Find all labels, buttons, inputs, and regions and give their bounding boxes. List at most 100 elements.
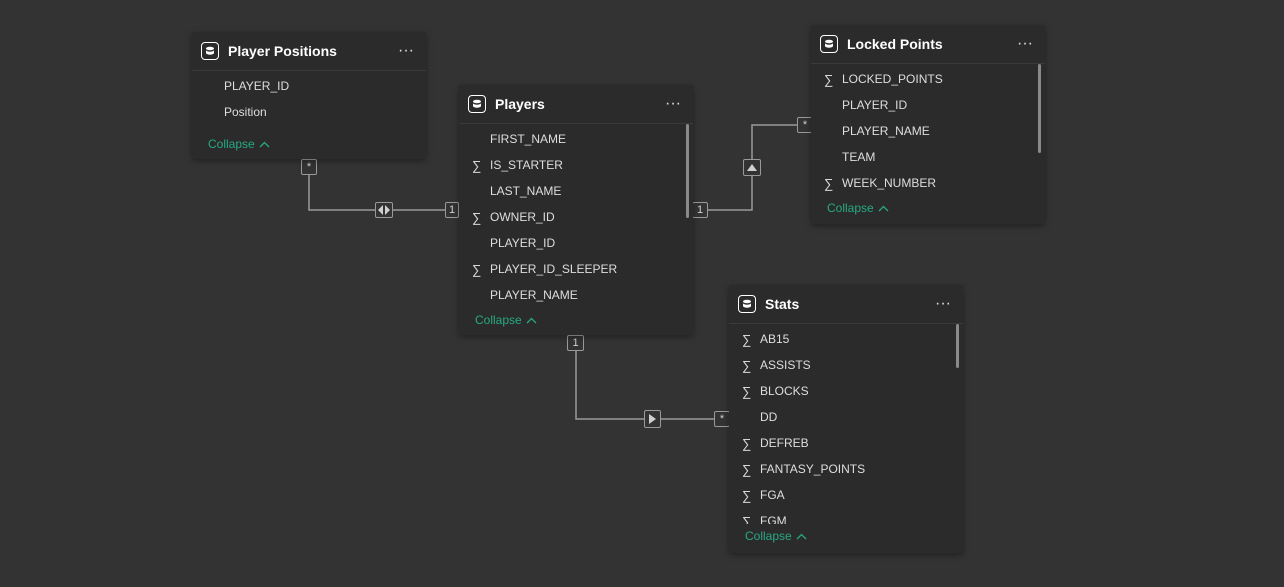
many-glyph: * — [306, 161, 312, 173]
table-title: Locked Points — [847, 36, 943, 52]
table-icon — [468, 95, 486, 113]
field-label: LAST_NAME — [490, 184, 562, 198]
one-glyph: 1 — [572, 337, 579, 349]
filter-direction-up-icon — [743, 159, 761, 176]
field-item[interactable]: ∑ FGA — [729, 482, 963, 508]
field-item[interactable]: ∑ FANTASY_POINTS — [729, 456, 963, 482]
field-label: WEEK_NUMBER — [842, 176, 937, 190]
table-card-player-positions[interactable]: Player Positions ··· PLAYER_ID Position … — [192, 32, 426, 159]
table-card-locked-points[interactable]: Locked Points ··· ∑LOCKED_POINTS PLAYER_… — [811, 25, 1045, 224]
field-item[interactable]: PLAYER_NAME — [811, 118, 1045, 144]
field-label: PLAYER_ID — [842, 98, 908, 112]
collapse-label: Collapse — [475, 313, 522, 327]
field-item[interactable]: PLAYER_NAME — [459, 282, 693, 308]
field-label: ASSISTS — [760, 358, 811, 372]
more-options-icon[interactable]: ··· — [398, 42, 414, 59]
field-label: FGM — [760, 514, 787, 524]
field-item[interactable]: DD — [729, 404, 963, 430]
table-icon — [738, 295, 756, 313]
field-label: PLAYER_NAME — [490, 288, 578, 302]
more-options-icon[interactable]: ··· — [935, 295, 951, 312]
collapse-label: Collapse — [745, 529, 792, 543]
many-glyph: * — [802, 119, 808, 131]
sigma-icon: ∑ — [472, 261, 482, 277]
collapse-button[interactable]: Collapse — [811, 195, 1045, 221]
field-label: IS_STARTER — [490, 158, 563, 172]
field-item[interactable]: PLAYER_ID — [459, 230, 693, 256]
chevron-up-icon — [526, 313, 537, 327]
field-list: ∑LOCKED_POINTS PLAYER_ID PLAYER_NAME TEA… — [811, 64, 1045, 196]
field-item[interactable]: PLAYER_ID — [811, 92, 1045, 118]
chevron-up-icon — [796, 529, 807, 543]
field-label: FANTASY_POINTS — [760, 462, 866, 476]
sigma-icon: ∑ — [742, 331, 752, 347]
sigma-icon: ∑ — [742, 487, 752, 503]
cardinality-one-marker: 1 — [567, 335, 584, 351]
field-item[interactable]: ∑ OWNER_ID — [459, 204, 693, 230]
field-label: PLAYER_NAME — [842, 124, 930, 138]
field-item[interactable]: LAST_NAME — [459, 178, 693, 204]
field-label: Position — [224, 105, 267, 119]
field-label: PLAYER_ID — [224, 79, 290, 93]
sigma-icon: ∑ — [742, 357, 752, 373]
table-card-players[interactable]: Players ··· FIRST_NAME ∑IS_STARTER LAST_… — [459, 85, 693, 335]
field-item[interactable]: PLAYER_ID — [192, 73, 426, 99]
field-item[interactable]: ∑IS_STARTER — [459, 152, 693, 178]
filter-direction-right-icon — [644, 410, 661, 428]
table-title: Players — [495, 96, 545, 112]
table-header[interactable]: Locked Points ··· — [811, 25, 1045, 64]
field-item[interactable]: ∑LOCKED_POINTS — [811, 66, 1045, 92]
field-list: PLAYER_ID Position — [192, 71, 426, 125]
field-label: TEAM — [842, 150, 876, 164]
more-options-icon[interactable]: ··· — [1017, 35, 1033, 52]
collapse-button[interactable]: Collapse — [729, 523, 963, 549]
field-label: DEFREB — [760, 436, 809, 450]
more-options-icon[interactable]: ··· — [665, 95, 681, 112]
table-title: Stats — [765, 296, 800, 312]
bidirectional-filter-icon — [375, 202, 393, 218]
sigma-icon: ∑ — [742, 435, 752, 451]
field-item[interactable]: ∑ BLOCKS — [729, 378, 963, 404]
scrollbar[interactable] — [1038, 64, 1041, 153]
field-item[interactable]: ∑ PLAYER_ID_SLEEPER — [459, 256, 693, 282]
table-card-stats[interactable]: Stats ··· ∑ AB15 ∑ ASSISTS ∑ BLOCKS DD ∑ DEF… — [729, 285, 963, 553]
field-label: OWNER_ID — [490, 210, 555, 224]
field-label: FGA — [760, 488, 785, 502]
table-icon — [201, 42, 219, 60]
cardinality-many-marker: * — [301, 159, 317, 175]
field-label: BLOCKS — [760, 384, 809, 398]
field-label: PLAYER_ID — [490, 236, 556, 250]
sigma-icon: ∑ — [472, 209, 482, 225]
sigma-icon: ∑ — [742, 383, 752, 399]
field-item[interactable]: ∑ DEFREB — [729, 430, 963, 456]
chevron-up-icon — [878, 201, 889, 215]
field-item[interactable]: FIRST_NAME — [459, 126, 693, 152]
field-item[interactable]: ∑ FGM — [729, 508, 963, 525]
relationship-line-players-stats — [575, 350, 722, 420]
cardinality-one-marker: 1 — [445, 202, 459, 218]
field-label: LOCKED_POINTS — [842, 72, 943, 86]
field-item[interactable]: Position — [192, 99, 426, 125]
field-label: PLAYER_ID_SLEEPER — [490, 262, 618, 276]
table-header[interactable]: Players ··· — [459, 85, 693, 124]
collapse-label: Collapse — [208, 137, 255, 151]
field-item[interactable]: ∑ WEEK_NUMBER — [811, 170, 1045, 196]
scrollbar[interactable] — [686, 124, 689, 218]
sigma-icon: ∑ — [824, 175, 834, 191]
table-header[interactable]: Player Positions ··· — [192, 32, 426, 71]
table-icon — [820, 35, 838, 53]
table-header[interactable]: Stats ··· — [729, 285, 963, 324]
collapse-button[interactable]: Collapse — [459, 307, 693, 333]
field-label: AB15 — [760, 332, 790, 346]
field-item[interactable]: ∑ AB15 — [729, 326, 963, 352]
sigma-icon: ∑ — [742, 461, 752, 477]
sigma-icon: ∑ — [742, 513, 752, 525]
field-item[interactable]: TEAM — [811, 144, 1045, 170]
field-item[interactable]: ∑ ASSISTS — [729, 352, 963, 378]
many-glyph: * — [719, 413, 725, 425]
scrollbar[interactable] — [956, 324, 959, 368]
field-list: ∑ AB15 ∑ ASSISTS ∑ BLOCKS DD ∑ DEFREB ∑ FANTA… — [729, 324, 963, 524]
collapse-button[interactable]: Collapse — [192, 131, 426, 157]
cardinality-many-marker: * — [714, 411, 730, 427]
